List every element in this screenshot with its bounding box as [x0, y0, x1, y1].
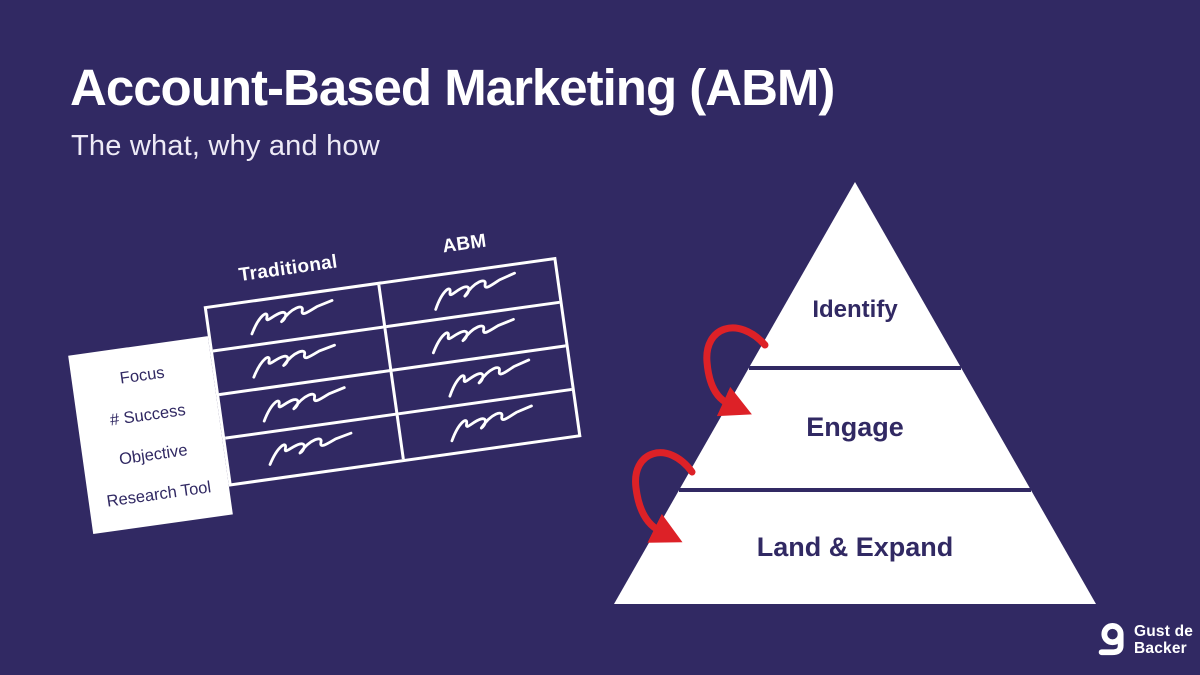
row-label-success: # Success — [108, 400, 187, 429]
scribble-icon — [251, 428, 376, 472]
scribble-icon — [432, 400, 557, 449]
row-label-focus: Focus — [118, 363, 166, 388]
comparison-table: Traditional ABM Focus # Success Objectiv… — [64, 230, 601, 554]
scribble-icon — [233, 294, 358, 341]
level-up-arrow-icon — [632, 449, 696, 543]
logo-name-line2: Backer — [1134, 640, 1187, 657]
row-label-research-tool: Research Tool — [105, 477, 213, 511]
pyramid-graphic — [614, 182, 1096, 604]
logo-name: Gust de Backer — [1134, 623, 1193, 657]
level-up-arrow-icon — [703, 324, 769, 417]
page-title: Account-Based Marketing (ABM) — [70, 59, 835, 116]
pyramid-triangle — [614, 182, 1096, 604]
page-subtitle: The what, why and how — [71, 130, 380, 162]
pyramid-level-land-expand: Land & Expand — [756, 532, 954, 562]
logo-name-line1: Gust de — [1134, 622, 1194, 640]
logo-g-icon — [1098, 621, 1127, 659]
row-label-objective: Objective — [117, 440, 189, 469]
pyramid-level-engage: Engage — [806, 412, 904, 442]
comparison-grid — [203, 256, 582, 487]
pyramid-level-identify: Identify — [812, 296, 898, 323]
abm-pyramid: Identify Engage Land & Expand — [598, 176, 1112, 628]
brand-logo: Gust de Backer — [1098, 621, 1193, 659]
scribble-icon — [235, 339, 360, 384]
row-labels-panel: Focus # Success Objective Research Tool — [68, 336, 233, 534]
